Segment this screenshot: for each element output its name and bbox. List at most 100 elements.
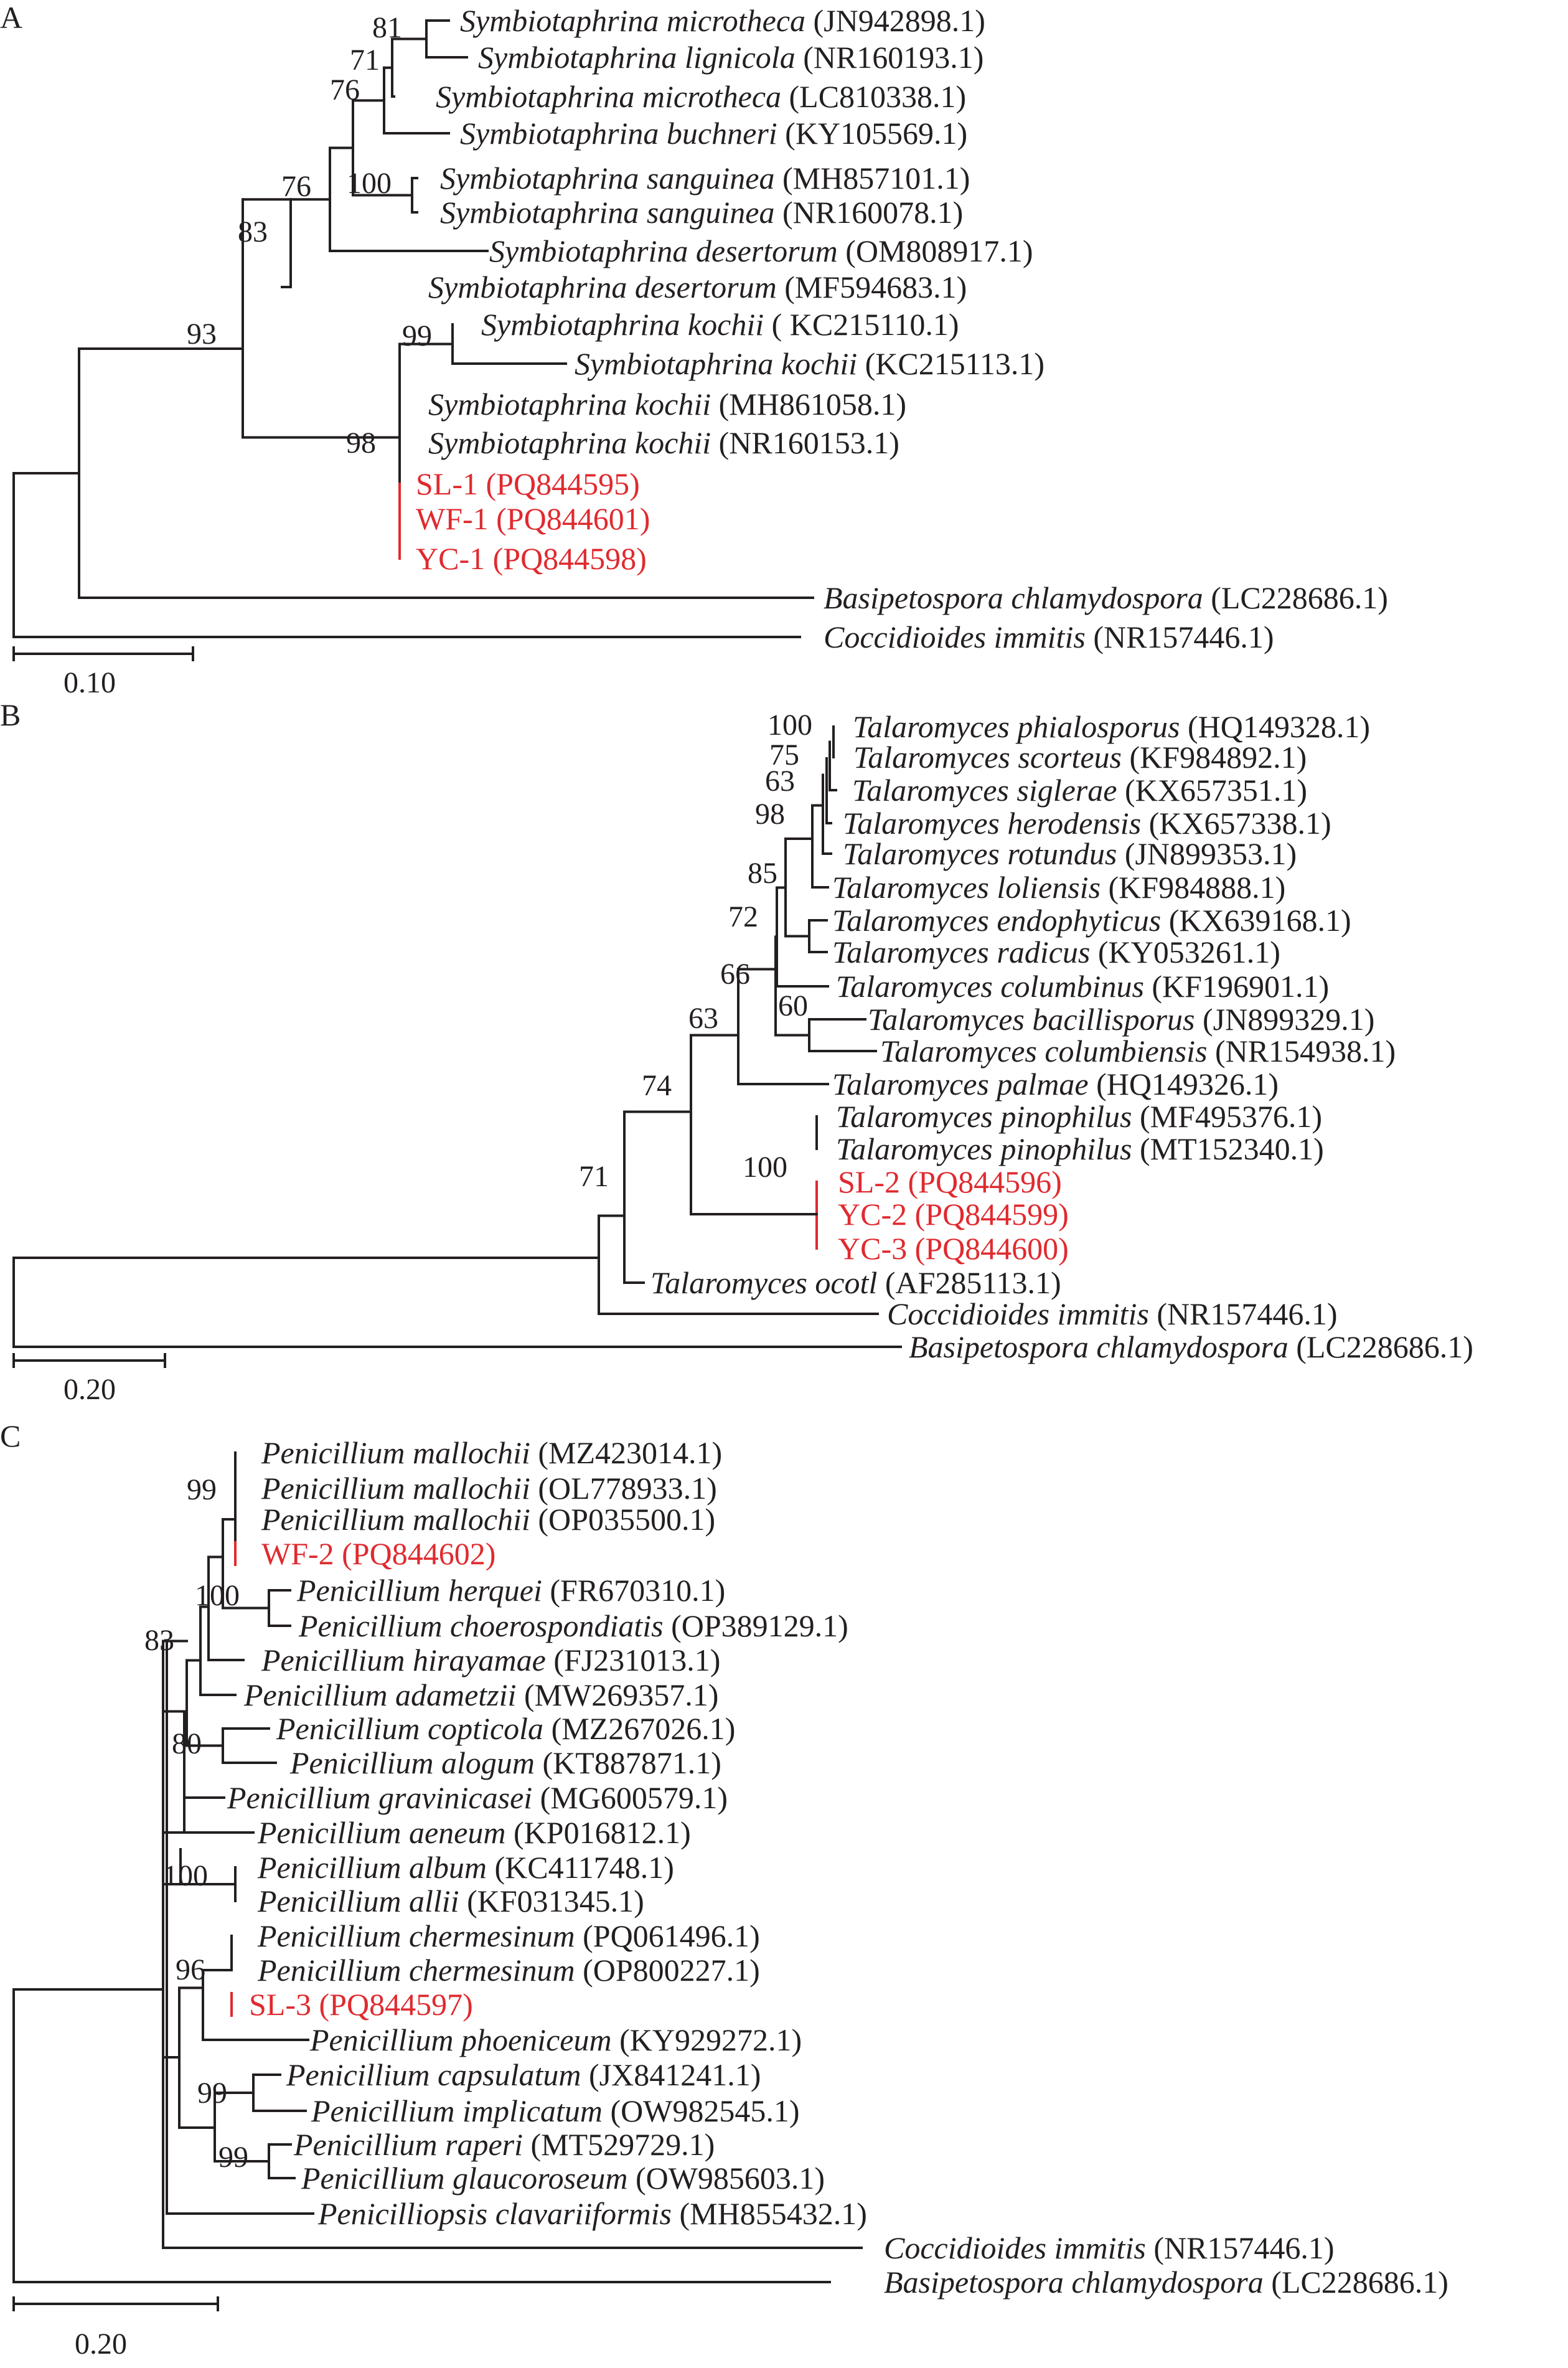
accession-number: (OW985603.1) xyxy=(627,2161,825,2196)
species-name: Symbiotaphrina microtheca xyxy=(436,79,781,114)
accession-number: (JN942898.1) xyxy=(805,3,985,38)
species-name: Symbiotaphrina microtheca xyxy=(460,3,805,38)
accession-number: (FJ231013.1) xyxy=(546,1643,721,1677)
accession-number: (JX841241.1) xyxy=(581,2057,761,2092)
bootstrap-value: 96 xyxy=(176,1953,205,1986)
bootstrap-value: 99 xyxy=(218,2141,248,2174)
branch xyxy=(222,1727,277,1764)
accession-number: (KY105569.1) xyxy=(777,116,968,151)
taxon-label: Talaromyces siglerae (KX657351.1) xyxy=(852,773,1307,808)
panel-letter: B xyxy=(0,697,21,732)
bootstrap-value: 100 xyxy=(163,1859,208,1892)
accession-number: (MH857101.1) xyxy=(774,161,970,196)
taxon-label: Symbiotaphrina lignicola (NR160193.1) xyxy=(478,40,984,75)
branch xyxy=(12,1257,902,1348)
accession-number: (LC228686.1) xyxy=(1264,2265,1448,2300)
isolate-label: YC-1 (PQ844598) xyxy=(416,541,647,576)
taxon-label: Penicillium allii (KF031345.1) xyxy=(257,1884,644,1918)
isolate-label: SL-2 (PQ844596) xyxy=(838,1164,1062,1199)
taxon-label: Basipetospora chlamydospora (LC228686.1) xyxy=(909,1329,1473,1364)
taxon-label: Coccidioides immitis (NR157446.1) xyxy=(824,620,1274,654)
branch xyxy=(179,1848,237,1885)
taxon-label: Penicillium raperi (MT529729.1) xyxy=(293,2127,715,2162)
taxon-label: Talaromyces herodensis (KX657338.1) xyxy=(843,806,1331,841)
branch xyxy=(623,1110,692,1284)
taxon-label: Penicillium implicatum (OW982545.1) xyxy=(311,2093,800,2128)
bootstrap-value: 80 xyxy=(172,1727,202,1760)
accession-number: (MT529729.1) xyxy=(523,2127,715,2162)
branch xyxy=(162,1883,182,2059)
scale-label: 0.20 xyxy=(75,2328,127,2361)
bootstrap-value: 85 xyxy=(748,857,777,890)
taxon-label: Penicillium chermesinum (PQ061496.1) xyxy=(257,1918,760,1953)
taxon-label: Symbiotaphrina kochii ( KC215110.1) xyxy=(481,307,959,342)
species-name: Penicillium implicatum xyxy=(311,2093,603,2128)
branch xyxy=(185,1659,224,1747)
taxon-label: Coccidioides immitis (NR157446.1) xyxy=(884,2230,1335,2265)
taxon-label: Talaromyces endophyticus (KX639168.1) xyxy=(832,903,1351,938)
scale-bar xyxy=(12,646,194,661)
accession-number: (NR160078.1) xyxy=(774,195,963,230)
taxon-label: Symbiotaphrina desertorum (OM808917.1) xyxy=(489,233,1033,268)
bootstrap-value: 60 xyxy=(778,989,808,1022)
species-name: Penicillium choerospondiatis xyxy=(298,1608,664,1643)
accession-number: (KT887871.1) xyxy=(535,1745,721,1780)
taxon-label: Penicillium mallochii (OP035500.1) xyxy=(261,1502,715,1537)
species-name: Penicillium capsulatum xyxy=(286,2057,581,2092)
branch xyxy=(774,935,810,1037)
species-name: Basipetospora chlamydospora xyxy=(884,2265,1264,2300)
species-name: Penicillium glaucoroseum xyxy=(301,2161,627,2196)
isolate-label: YC-3 (PQ844600) xyxy=(838,1231,1069,1266)
isolate-label: WF-1 (PQ844601) xyxy=(416,501,650,536)
branch xyxy=(162,1639,863,2249)
taxon-label: Talaromyces scorteus (KF984892.1) xyxy=(853,740,1307,775)
accession-number: (LC228686.1) xyxy=(1289,1329,1473,1364)
accession-number: (OP035500.1) xyxy=(530,1502,715,1537)
accession-number: (KC411748.1) xyxy=(487,1850,674,1885)
bootstrap-value: 76 xyxy=(281,170,311,203)
species-name: Coccidioides immitis xyxy=(824,620,1086,654)
taxon-label: Symbiotaphrina buchneri (KY105569.1) xyxy=(460,116,967,151)
branch xyxy=(207,1555,245,1661)
accession-number: (MF495376.1) xyxy=(1132,1099,1323,1134)
bootstrap-value: 99 xyxy=(187,1473,217,1506)
isolate-label: WF-2 (PQ844602) xyxy=(261,1536,495,1571)
taxon-label: Talaromyces pinophilus (MT152340.1) xyxy=(836,1131,1324,1166)
species-name: Talaromyces herodensis xyxy=(843,806,1141,841)
taxon-label: Talaromyces ocotl (AF285113.1) xyxy=(650,1265,1061,1300)
taxon-label: Talaromyces columbiensis (NR154938.1) xyxy=(880,1034,1396,1068)
species-name: Penicillium mallochii xyxy=(261,1435,530,1470)
species-name: Symbiotaphrina kochii xyxy=(575,346,857,381)
accession-number: (MT152340.1) xyxy=(1132,1131,1324,1166)
species-name: Symbiotaphrina desertorum xyxy=(428,270,777,304)
taxon-label: Symbiotaphrina desertorum (MF594683.1) xyxy=(428,270,967,304)
bootstrap-value: 63 xyxy=(688,1002,718,1035)
branch xyxy=(822,773,832,855)
taxon-label: Talaromyces palmae (HQ149326.1) xyxy=(832,1067,1279,1101)
taxon-label: Penicillium herquei (FR670310.1) xyxy=(296,1573,725,1608)
taxon-label: Penicillium mallochii (MZ423014.1) xyxy=(261,1435,722,1470)
bootstrap-value: 100 xyxy=(768,709,812,742)
bootstrap-value: 98 xyxy=(755,798,785,831)
species-name: Penicillium copticola xyxy=(276,1711,543,1746)
taxon-label: Penicillium capsulatum (JX841241.1) xyxy=(286,2057,761,2092)
accession-number: (HQ149326.1) xyxy=(1089,1067,1279,1101)
taxon-label: Symbiotaphrina kochii (MH861058.1) xyxy=(428,387,906,422)
species-name: Penicillium chermesinum xyxy=(257,1918,575,1953)
panel-letter: A xyxy=(0,0,22,35)
isolate-label: SL-1 (PQ844595) xyxy=(416,466,640,501)
accession-number: (LC228686.1) xyxy=(1203,580,1388,615)
taxon-label: Penicillium aeneum (KP016812.1) xyxy=(257,1815,691,1850)
species-name: Coccidioides immitis xyxy=(884,2230,1146,2265)
taxon-label: Symbiotaphrina sanguinea (NR160078.1) xyxy=(440,195,963,230)
bootstrap-value: 99 xyxy=(402,319,432,352)
species-name: Penicillium gravinicasei xyxy=(227,1780,532,1815)
species-name: Penicillium aeneum xyxy=(257,1815,506,1850)
scale-bar xyxy=(12,1353,166,1368)
species-name: Penicillium mallochii xyxy=(261,1471,530,1506)
accession-number: (JN899329.1) xyxy=(1195,1002,1375,1037)
scale-label: 0.10 xyxy=(63,666,116,699)
accession-number: (HQ149328.1) xyxy=(1180,709,1371,744)
accession-number: (FR670310.1) xyxy=(542,1573,725,1608)
